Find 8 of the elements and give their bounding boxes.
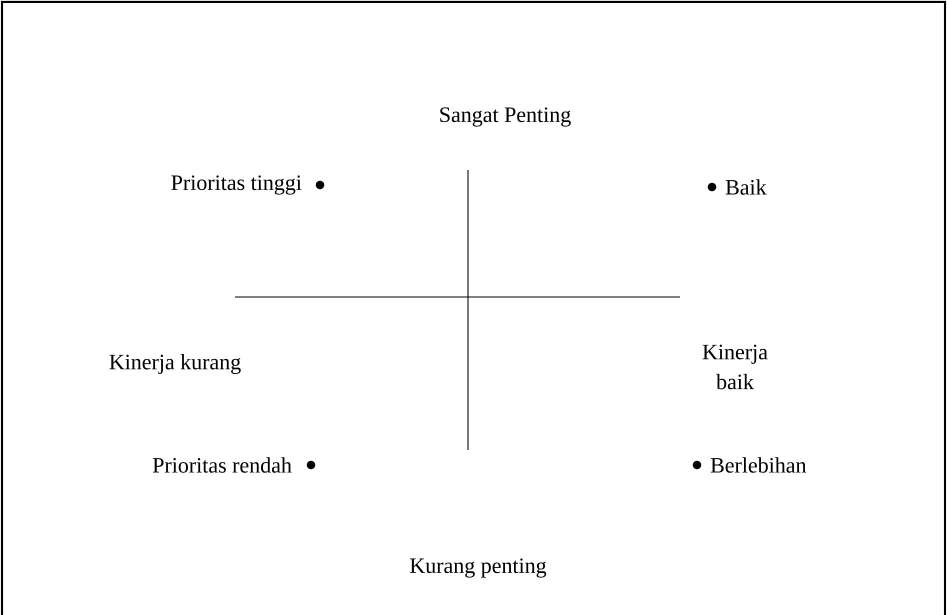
label: Prioritas tinggi [171, 175, 302, 195]
label: Kurang penting [410, 558, 546, 578]
label: Prioritas rendah [152, 457, 292, 473]
label: Kinerja baik [702, 344, 768, 390]
label: Sangat Penting [440, 107, 571, 127]
label: Kinerja kurang [109, 354, 241, 374]
label: Baik [726, 179, 767, 195]
label: Berlebihan [710, 457, 806, 473]
